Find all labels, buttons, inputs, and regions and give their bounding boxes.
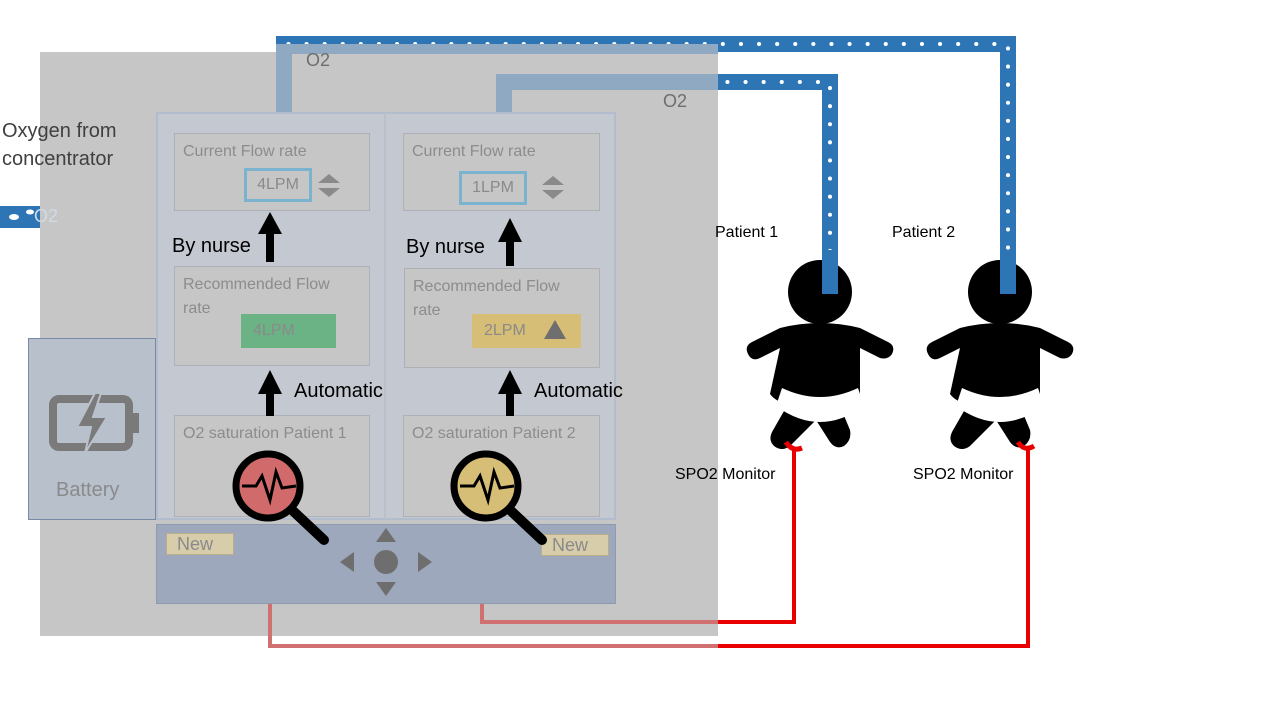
tube-end-patient-2 xyxy=(1000,250,1016,294)
source-label-line2: concentrator xyxy=(2,148,114,170)
battery-charging-icon xyxy=(49,392,139,454)
recommended-flow-value-1: 4LPM xyxy=(241,314,336,348)
current-flow-title-2: Current Flow rate xyxy=(412,143,536,160)
current-flow-title-1: Current Flow rate xyxy=(183,143,307,160)
o2-label-line2: O2 xyxy=(663,91,688,111)
flow-stepper-icon-2[interactable] xyxy=(540,174,566,202)
inlet-o2-label: O2 xyxy=(34,206,59,226)
battery-label: Battery xyxy=(56,479,120,501)
baby-icon xyxy=(746,260,894,452)
tube-segment-top-2 xyxy=(496,74,718,90)
column-divider xyxy=(384,113,386,519)
spo2-monitor-label-2: SPO2 Monitor xyxy=(913,466,1014,483)
current-flow-box-1: Current Flow rate xyxy=(174,133,370,211)
triangle-up-icon xyxy=(544,320,566,339)
recommended-flow-value-2: 2LPM xyxy=(472,314,581,348)
tube-end-patient-1 xyxy=(822,250,838,294)
new-button-1[interactable]: New xyxy=(166,533,234,555)
heart-monitor-icon-1 xyxy=(232,450,329,545)
recommended-flow-title-2: Recommended Flow rate xyxy=(413,278,560,319)
current-flow-box-2: Current Flow rate xyxy=(403,133,600,211)
new-button-2[interactable]: New xyxy=(541,534,609,556)
dpad-icon[interactable] xyxy=(336,524,436,600)
by-nurse-label-1: By nurse xyxy=(172,235,251,257)
battery-panel: Battery xyxy=(28,338,156,520)
current-flow-value-2[interactable]: 1LPM xyxy=(459,171,527,205)
current-flow-value-1[interactable]: 4LPM xyxy=(244,168,312,202)
patient-1-label: Patient 1 xyxy=(715,224,779,241)
tube-segment-top-1 xyxy=(276,44,718,54)
patient-2-label: Patient 2 xyxy=(892,224,956,241)
recommended-flow-title-1: Recommended Flow rate xyxy=(183,276,330,317)
by-nurse-label-2: By nurse xyxy=(406,236,485,258)
saturation-title-2: O2 saturation Patient 2 xyxy=(412,425,576,442)
tube-segment-1 xyxy=(276,52,292,112)
automatic-label-1: Automatic xyxy=(294,380,383,402)
spo2-monitor-label-1: SPO2 Monitor xyxy=(675,466,776,483)
heart-monitor-icon-2 xyxy=(450,450,547,545)
source-label-line1: Oxygen from xyxy=(2,120,117,142)
saturation-title-1: O2 saturation Patient 1 xyxy=(183,425,347,442)
o2-label-line1: O2 xyxy=(306,50,331,70)
automatic-label-2: Automatic xyxy=(534,380,623,402)
flow-stepper-icon-1[interactable] xyxy=(316,172,342,200)
